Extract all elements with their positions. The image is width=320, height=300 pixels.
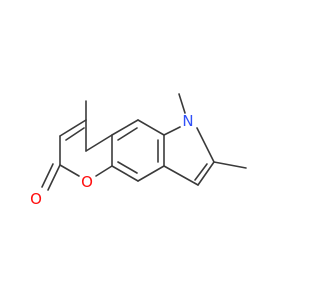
double-bond-inner xyxy=(65,127,85,141)
pyranone-ring xyxy=(59,100,113,177)
bond xyxy=(137,119,165,136)
bond xyxy=(111,165,139,182)
carbonyl-oxygen-label: O xyxy=(30,190,42,208)
carbonyl-group xyxy=(41,163,61,191)
nitrogen-label: N xyxy=(182,112,193,130)
bond xyxy=(197,161,215,186)
bond xyxy=(59,119,87,137)
bond xyxy=(59,164,80,177)
bond xyxy=(163,165,199,186)
bond xyxy=(95,165,113,177)
benzene-ring xyxy=(111,119,165,182)
bond xyxy=(111,119,139,136)
c2-methyl-bond xyxy=(213,161,247,169)
bond xyxy=(196,127,215,163)
double-bond-inner xyxy=(41,163,54,188)
bond xyxy=(163,126,181,136)
bond xyxy=(137,165,165,182)
n-methyl-bond xyxy=(178,93,186,114)
molecule-structure-diagram: O O N xyxy=(30,93,247,208)
pyrrole-ring xyxy=(163,93,247,186)
ring-oxygen-label: O xyxy=(81,173,93,191)
double-bond-inner xyxy=(117,161,138,174)
double-bond-inner xyxy=(117,127,138,141)
bond xyxy=(47,164,61,191)
double-bond-inner xyxy=(194,163,208,181)
bond xyxy=(85,134,113,152)
